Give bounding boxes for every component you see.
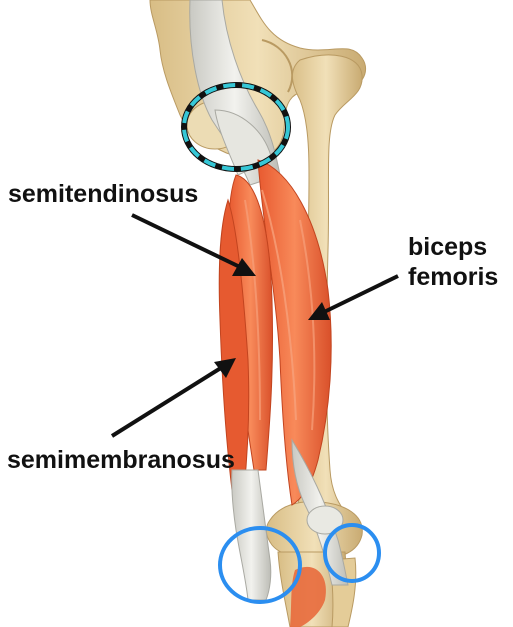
semimembranosus-label: semimembranosus bbox=[7, 446, 235, 474]
biceps-femoris-label-line1: biceps bbox=[408, 232, 498, 262]
biceps-femoris-label-line2: femoris bbox=[408, 262, 498, 292]
semitendinosus-label: semitendinosus bbox=[8, 180, 198, 208]
biceps-femoris-label: biceps femoris bbox=[408, 232, 498, 292]
arrow-biceps-femoris bbox=[320, 276, 398, 314]
arrow-semimembranosus bbox=[112, 366, 224, 436]
